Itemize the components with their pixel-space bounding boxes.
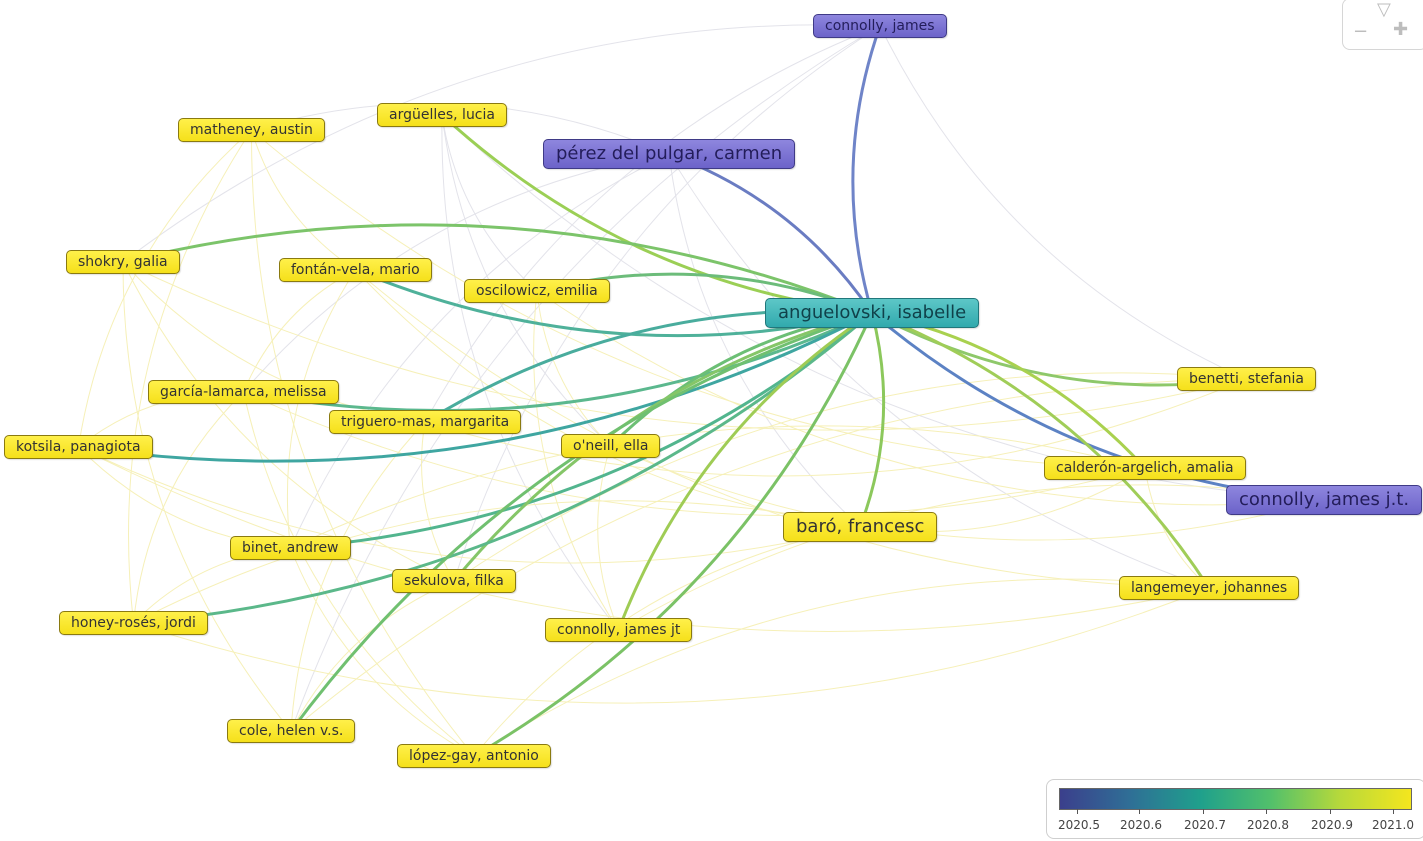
node-binet-andrew[interactable]: binet, andrew xyxy=(230,536,351,560)
node-langemeyer-johannes[interactable]: langemeyer, johannes xyxy=(1119,576,1300,600)
background-link xyxy=(133,391,244,624)
background-link xyxy=(424,378,1247,477)
background-link xyxy=(122,24,881,263)
background-link xyxy=(536,290,1325,506)
background-link xyxy=(290,580,455,732)
legend-tick-label: 2020.6 xyxy=(1120,818,1162,832)
link-anguelovski-cole xyxy=(289,311,874,733)
background-link xyxy=(290,421,426,732)
node-shokry-galia[interactable]: shokry, galia xyxy=(66,250,180,274)
node-kotsila-panagiota[interactable]: kotsila, panagiota xyxy=(4,435,153,459)
background-link xyxy=(133,587,1210,704)
background-link xyxy=(473,578,1210,757)
link-anguelovski-lopez xyxy=(472,311,874,758)
background-link xyxy=(251,129,1146,469)
background-link xyxy=(290,153,670,549)
node-arguelles-lucia[interactable]: argüelles, lucia xyxy=(377,103,507,127)
node-benetti-stefania[interactable]: benetti, stefania xyxy=(1177,367,1317,391)
background-link xyxy=(290,25,881,732)
background-link xyxy=(424,25,881,423)
background-link xyxy=(618,484,1325,631)
legend-tick xyxy=(1266,809,1267,814)
link-anguelovski-connolly_jt xyxy=(617,311,874,632)
node-sekulova-filka[interactable]: sekulova, filka xyxy=(392,569,516,593)
background-link xyxy=(133,500,861,624)
node-calderon-argelich-amalia[interactable]: calderón-argelich, amalia xyxy=(1044,456,1246,480)
node-connolly-james[interactable]: connolly, james xyxy=(813,14,947,38)
node-matheney-austin[interactable]: matheney, austin xyxy=(178,118,325,142)
node-perez-del-pulgar-carmen[interactable]: pérez del pulgar, carmen xyxy=(543,139,796,169)
minus-icon[interactable]: − xyxy=(1353,21,1369,42)
background-link xyxy=(441,114,538,292)
legend-gradient-bar xyxy=(1059,788,1412,810)
background-link xyxy=(536,290,611,447)
color-legend: 2020.5 2020.6 2020.7 2020.8 2020.9 2021.… xyxy=(1046,779,1423,839)
background-link xyxy=(533,290,619,631)
node-connolly-james-jt-dotted[interactable]: connolly, james j.t. xyxy=(1226,485,1423,515)
background-link xyxy=(250,129,475,757)
node-oscilowicz-emilia[interactable]: oscilowicz, emilia xyxy=(464,279,610,303)
triangle-down-icon[interactable]: ▽ xyxy=(1377,0,1391,20)
background-link xyxy=(128,129,252,624)
highlighted-links xyxy=(77,24,1326,758)
background-link xyxy=(441,114,1325,501)
background-link xyxy=(610,445,1325,541)
link-anguelovski-garcia xyxy=(242,311,874,413)
background-link xyxy=(421,421,455,582)
link-anguelovski-baro xyxy=(858,311,886,529)
node-fontan-vela-mario[interactable]: fontán-vela, mario xyxy=(279,258,432,282)
link-anguelovski-langemeyer xyxy=(870,311,1211,590)
link-anguelovski-shokry xyxy=(121,223,874,315)
node-honey-roses-jordi[interactable]: honey-rosés, jordi xyxy=(59,611,208,635)
legend-tick-label: 2020.9 xyxy=(1311,818,1353,832)
background-link xyxy=(879,25,1247,380)
node-connolly-james-jt[interactable]: connolly, james jt xyxy=(545,618,693,642)
background-link xyxy=(355,269,1210,589)
link-anguelovski-kotsila xyxy=(77,311,874,463)
background-link xyxy=(122,261,1247,431)
node-cole-helen-vs[interactable]: cole, helen v.s. xyxy=(227,719,356,743)
legend-tick xyxy=(1139,809,1140,814)
background-link xyxy=(453,372,1247,582)
legend-tick xyxy=(1330,809,1331,814)
zoom-controls: ▽ − ✚ xyxy=(1342,0,1423,50)
node-garcia-lamarca-melissa[interactable]: garcía-lamarca, melissa xyxy=(148,380,339,404)
plus-icon[interactable]: ✚ xyxy=(1393,19,1409,40)
legend-tick-label: 2021.0 xyxy=(1372,818,1414,832)
link-anguelovski-perez xyxy=(667,152,874,315)
background-link xyxy=(668,153,1210,589)
node-anguelovski-isabelle[interactable]: anguelovski, isabelle xyxy=(765,298,980,328)
background-link xyxy=(251,129,356,271)
background-link xyxy=(597,445,619,631)
legend-tick-label: 2020.7 xyxy=(1184,818,1226,832)
node-oneill-ella[interactable]: o'neill, ella xyxy=(561,434,661,458)
node-triguero-mas-margarita[interactable]: triguero-mas, margarita xyxy=(329,410,522,434)
background-link xyxy=(243,391,1146,517)
legend-tick xyxy=(1393,809,1394,814)
background-link xyxy=(453,25,881,582)
legend-tick xyxy=(1077,809,1078,814)
legend-tick-label: 2020.5 xyxy=(1058,818,1100,832)
background-link xyxy=(243,391,475,757)
background-link xyxy=(78,446,861,564)
node-baro-francesc[interactable]: baró, francesc xyxy=(783,512,938,542)
node-lopez-gay-antonio[interactable]: lópez-gay, antonio xyxy=(397,744,551,768)
legend-tick xyxy=(1203,809,1204,814)
legend-tick-label: 2020.8 xyxy=(1247,818,1289,832)
link-anguelovski-connolly_james xyxy=(851,24,882,315)
background-link xyxy=(290,378,1247,732)
background-link xyxy=(290,547,475,757)
